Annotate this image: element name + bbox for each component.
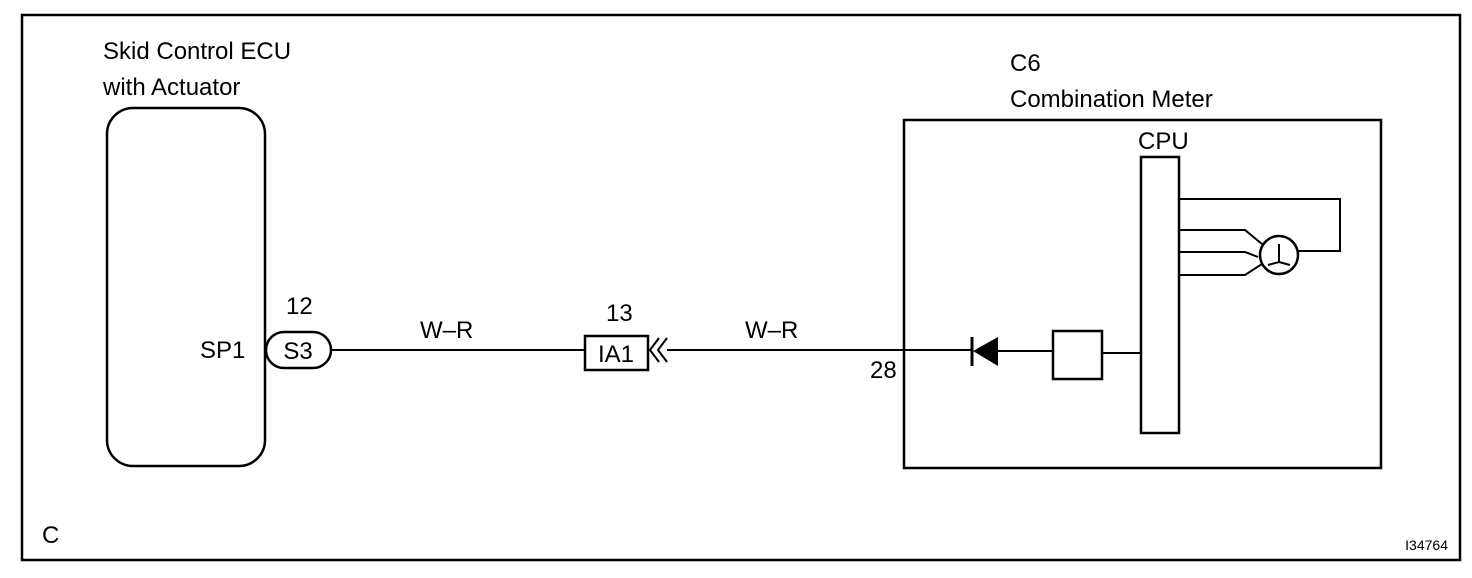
cpu-label: CPU (1138, 128, 1189, 155)
section-letter: C (42, 522, 59, 549)
cpu-block (1139, 155, 1181, 435)
diode-icon (973, 337, 998, 366)
interface-block (1051, 329, 1104, 381)
wire-right-color: W–R (745, 317, 798, 344)
meter-code: C6 (1010, 50, 1041, 77)
meter-input-pin: 28 (870, 357, 897, 384)
ecu-body (105, 106, 267, 468)
speedometer-wiring (1179, 198, 1341, 276)
ecu-connector-pin: 12 (286, 293, 313, 320)
meter-name: Combination Meter (1010, 86, 1213, 113)
figure-id: I34764 (1405, 537, 1448, 553)
meter-body (902, 118, 1383, 470)
ecu-name-line2: with Actuator (102, 74, 240, 101)
junction-chevron-icon (648, 337, 668, 363)
ecu-terminal-label: SP1 (200, 337, 245, 364)
junction-id: IA1 (598, 341, 634, 368)
ecu-name-line1: Skid Control ECU (103, 38, 291, 65)
speedometer-needle (1267, 244, 1291, 266)
ecu-connector-id: S3 (283, 338, 312, 365)
junction-connector (583, 334, 650, 372)
junction-pin: 13 (606, 300, 633, 327)
diagram-frame (20, 13, 1462, 562)
wire-left-color: W–R (420, 317, 473, 344)
